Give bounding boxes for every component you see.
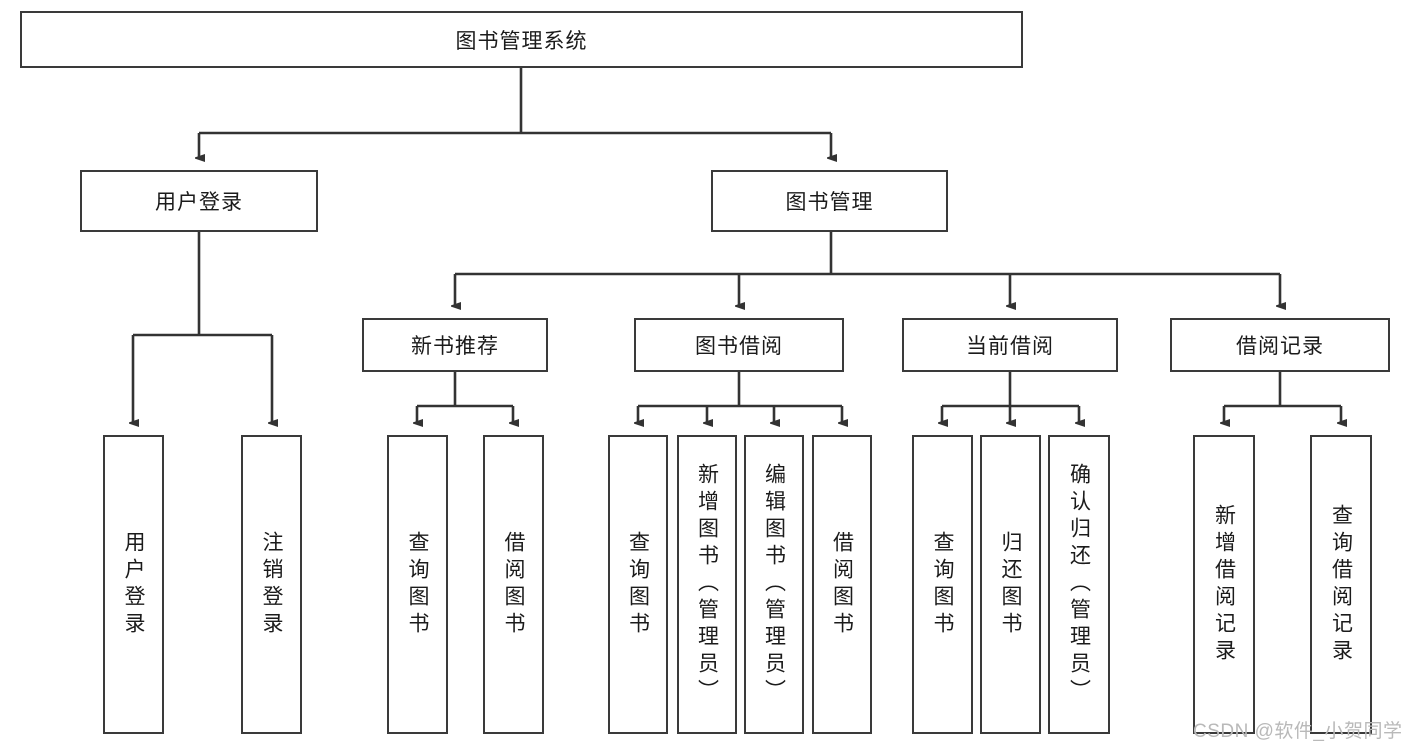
leaf-add-book-admin-label: 新增图书（管理员） (695, 463, 719, 706)
leaf-query-book-current-label: 查询图书 (931, 530, 954, 639)
leaf-query-borrow-record-label: 查询借阅记录 (1329, 503, 1353, 666)
leaf-borrow-book-recommend[interactable]: 借阅图书 (483, 435, 544, 734)
leaf-edit-book-admin-label: 编辑图书（管理员） (762, 463, 786, 706)
node-book-borrow-label: 图书借阅 (695, 335, 783, 358)
leaf-logout-label: 注销登录 (260, 530, 283, 639)
node-borrow-record-label: 借阅记录 (1236, 335, 1324, 358)
node-borrow-record[interactable]: 借阅记录 (1170, 318, 1390, 372)
leaf-query-borrow-record[interactable]: 查询借阅记录 (1310, 435, 1372, 734)
leaf-add-book-admin[interactable]: 新增图书（管理员） (677, 435, 737, 734)
leaf-borrow-book-recommend-label: 借阅图书 (502, 530, 525, 639)
leaf-add-borrow-record[interactable]: 新增借阅记录 (1193, 435, 1255, 734)
leaf-query-book-recommend-label: 查询图书 (406, 530, 429, 639)
leaf-query-book-current[interactable]: 查询图书 (912, 435, 973, 734)
node-root[interactable]: 图书管理系统 (20, 11, 1023, 68)
node-user-login-label: 用户登录 (155, 191, 243, 214)
watermark: CSDN @软件_小贺同学 (1193, 721, 1403, 742)
leaf-query-book-recommend[interactable]: 查询图书 (387, 435, 448, 734)
node-current-borrow-label: 当前借阅 (966, 335, 1054, 358)
leaf-query-book-borrow[interactable]: 查询图书 (608, 435, 668, 734)
node-new-book-recommend[interactable]: 新书推荐 (362, 318, 548, 372)
leaf-edit-book-admin[interactable]: 编辑图书（管理员） (744, 435, 804, 734)
leaf-user-login-label: 用户登录 (122, 530, 145, 639)
node-new-book-recommend-label: 新书推荐 (411, 335, 499, 358)
leaf-confirm-return-admin[interactable]: 确认归还（管理员） (1048, 435, 1110, 734)
leaf-confirm-return-admin-label: 确认归还（管理员） (1067, 463, 1091, 706)
leaf-borrow-book[interactable]: 借阅图书 (812, 435, 872, 734)
leaf-user-login[interactable]: 用户登录 (103, 435, 164, 734)
leaf-logout[interactable]: 注销登录 (241, 435, 302, 734)
leaf-add-borrow-record-label: 新增借阅记录 (1212, 503, 1236, 666)
node-user-login[interactable]: 用户登录 (80, 170, 318, 232)
leaf-return-book[interactable]: 归还图书 (980, 435, 1041, 734)
node-book-borrow[interactable]: 图书借阅 (634, 318, 844, 372)
node-current-borrow[interactable]: 当前借阅 (902, 318, 1118, 372)
leaf-borrow-book-label: 借阅图书 (830, 530, 854, 639)
node-book-management-label: 图书管理 (785, 191, 874, 214)
node-book-management[interactable]: 图书管理 (711, 170, 948, 232)
leaf-return-book-label: 归还图书 (999, 530, 1022, 639)
leaf-query-book-borrow-label: 查询图书 (626, 530, 650, 639)
node-root-label: 图书管理系统 (455, 29, 588, 53)
